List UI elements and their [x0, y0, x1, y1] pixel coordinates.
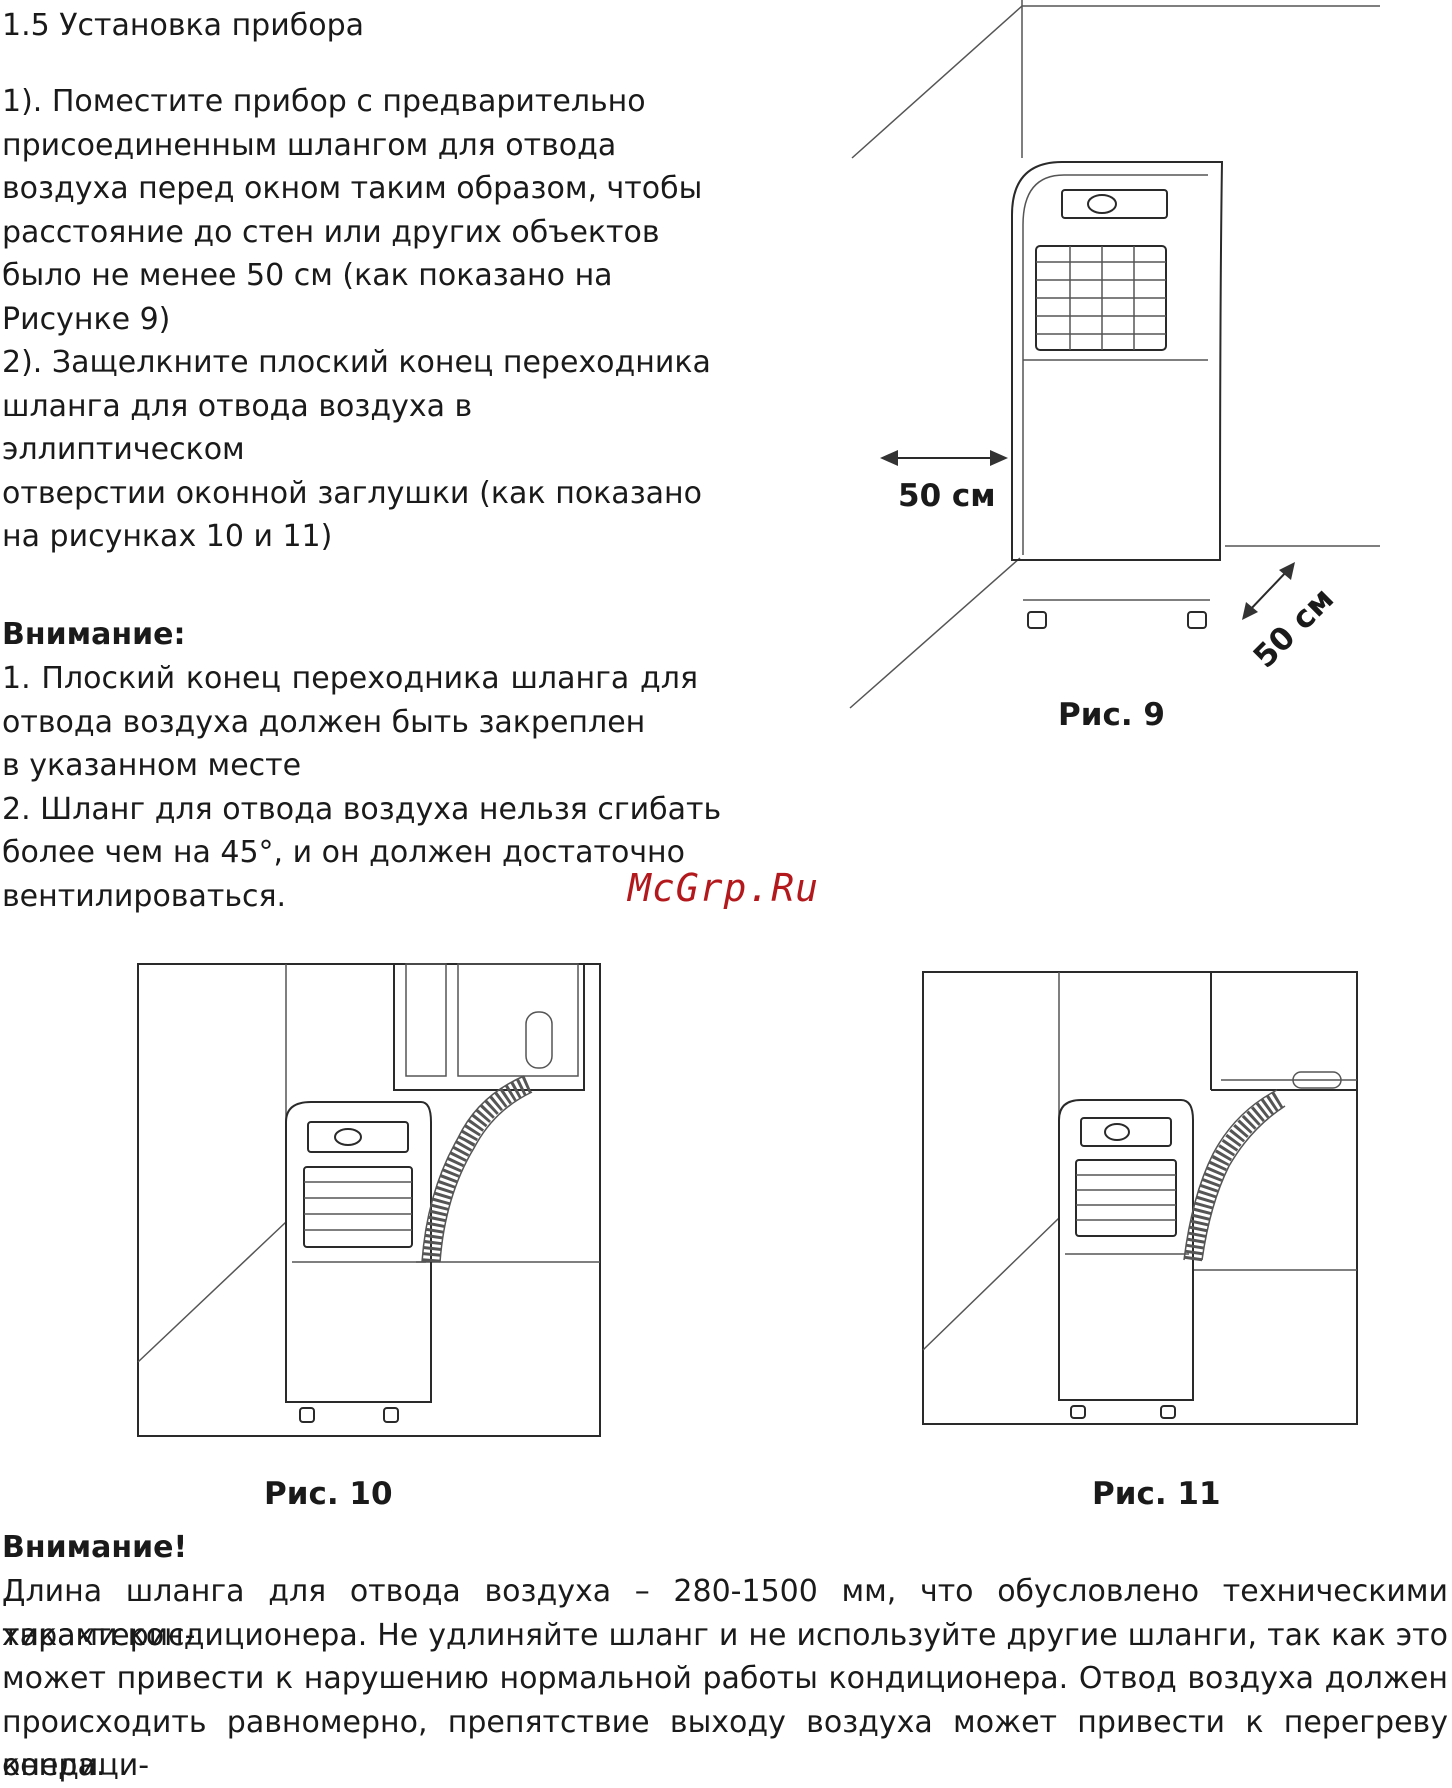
step-2-line: 2). Защелкните плоский конец переходника — [2, 345, 711, 380]
attention-line: 2. Шланг для отвода воздуха нельзя сгиба… — [2, 791, 722, 827]
section-title: 1.5 Установка прибора — [2, 8, 365, 43]
watermark: McGrp.Ru — [628, 866, 820, 910]
attention-line: более чем на 45°, и он должен достаточно — [2, 835, 686, 870]
fig9-caption: Рис. 9 — [1058, 697, 1165, 733]
attention-line: вентилироваться. — [2, 878, 287, 914]
step-2-line: на рисунках 10 и 11) — [2, 519, 333, 554]
attention-line: отвода воздуха должен быть закреплен — [2, 704, 646, 740]
attention-line: 1. Плоский конец переходника шланга для — [2, 661, 698, 696]
fig11-caption: Рис. 11 — [1092, 1476, 1221, 1512]
install-steps: 1). Поместите прибор с предварительно пр… — [2, 80, 711, 559]
attention2-paragraph: Длина шланга для отвода воздуха – 280-15… — [2, 1570, 1448, 1788]
step-1-line: Рисунке 9) — [2, 301, 171, 337]
step-2-line: отверстии оконной заглушки (как показано — [2, 475, 702, 511]
step-1-line: расстояние до стен или других объектов — [2, 214, 660, 250]
fig10-caption: Рис. 10 — [264, 1476, 393, 1512]
fig9-left-distance-label: 50 см — [898, 478, 996, 514]
figure-9-illustration — [849, 0, 1380, 709]
step-1-line: присоединенным шлангом для отвода — [2, 127, 617, 163]
attention-line: в указанном месте — [2, 748, 302, 783]
step-2-line: шланга для отвода воздуха в — [2, 388, 473, 424]
attention2-line: тиками кондиционера. Не удлиняйте шланг … — [2, 1617, 1448, 1653]
attention-list: 1. Плоский конец переходника шланга для … — [2, 657, 722, 918]
attention2-line: Длина шланга для отвода воздуха – 280-15… — [2, 1574, 1448, 1653]
step-1-line: 1). Поместите прибор с предварительно — [2, 84, 646, 119]
step-1-line: было не менее 50 см (как показано на — [2, 258, 613, 293]
attention2-line: онера. — [2, 1748, 106, 1783]
attention-heading: Внимание: — [2, 617, 186, 652]
attention2-line: происходить равномерно, препятствие выхо… — [2, 1704, 1448, 1784]
figure-10-illustration — [137, 963, 601, 1437]
figure-11-illustration — [922, 971, 1358, 1425]
attention2-line: может привести к нарушению нормальной ра… — [2, 1661, 1448, 1696]
attention2-heading: Внимание! — [2, 1530, 188, 1565]
step-1-line: воздуха перед окном таким образом, чтобы — [2, 171, 703, 206]
step-2-line: эллиптическом — [2, 432, 245, 467]
